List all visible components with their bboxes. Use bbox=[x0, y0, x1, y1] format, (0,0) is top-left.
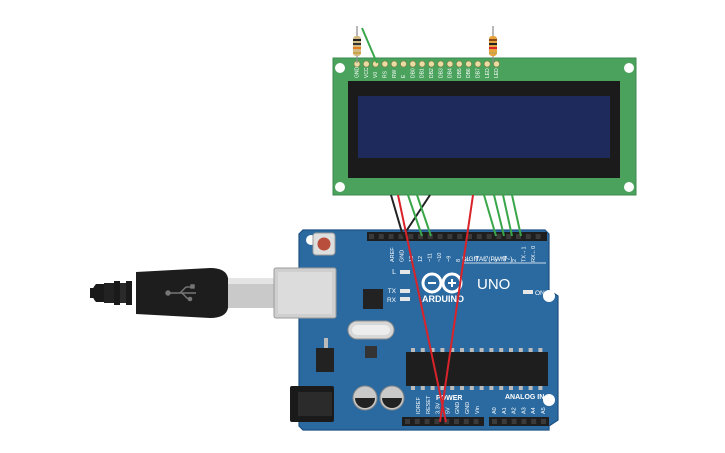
power-header-label: POWER bbox=[436, 395, 462, 402]
digital-pin-label: ~3 bbox=[503, 256, 509, 262]
lcd-pin bbox=[428, 60, 435, 68]
lcd-pin bbox=[465, 60, 472, 68]
lcd-pin-label: DB2 bbox=[429, 68, 435, 78]
digital-pin-label: TX→1 bbox=[522, 246, 528, 262]
wire-green bbox=[483, 194, 497, 237]
analog-pin-label: A0 bbox=[492, 407, 498, 414]
lcd-pin-label: DB7 bbox=[476, 68, 482, 78]
on-led-label: ON bbox=[535, 290, 545, 297]
lcd-pin-label: DB3 bbox=[438, 68, 444, 78]
lcd-pin-label: DB5 bbox=[457, 68, 463, 78]
lcd-pin-label: DB4 bbox=[448, 68, 454, 78]
led-l-label: L bbox=[392, 269, 396, 276]
power-pin-label: 3.3V bbox=[436, 402, 442, 414]
wires bbox=[361, 27, 522, 423]
led-tx-label: TX bbox=[388, 288, 397, 295]
lcd-pin bbox=[483, 60, 491, 68]
digital-pin-label: ~5 bbox=[484, 256, 490, 262]
digital-pin-label: ~6 bbox=[475, 256, 481, 262]
power-header bbox=[402, 417, 484, 426]
digital-pin-label: AREF bbox=[390, 247, 396, 262]
lcd-screen bbox=[358, 96, 610, 158]
power-pin-label: Vin bbox=[475, 406, 481, 414]
lcd-pin-label: DB1 bbox=[420, 68, 426, 78]
resistor-icon bbox=[489, 26, 497, 63]
wire-green bbox=[493, 194, 505, 237]
digital-pin-label: ~11 bbox=[428, 253, 434, 262]
analog-pin-label: A2 bbox=[512, 407, 518, 414]
wire-green bbox=[407, 194, 423, 237]
wire-rs bbox=[361, 27, 378, 64]
lcd-pin bbox=[362, 60, 370, 68]
digital-header bbox=[367, 232, 547, 241]
wire-green bbox=[502, 194, 513, 237]
lcd-pin-label: RW bbox=[392, 69, 398, 78]
lcd-pin bbox=[409, 60, 417, 68]
digital-pin-label: 7 bbox=[465, 259, 471, 262]
power-pin-label: RESET bbox=[426, 395, 432, 414]
power-pin-label: GND bbox=[465, 402, 471, 414]
power-pin-label: 5V bbox=[445, 407, 451, 414]
digital-pin-label: 4 bbox=[493, 259, 499, 262]
digital-pin-label: ~9 bbox=[446, 256, 452, 262]
usb-symbol-icon bbox=[165, 284, 196, 302]
digital-header-label: DIGITAL (PWM~) bbox=[462, 256, 512, 263]
reset-button-icon[interactable] bbox=[312, 232, 336, 256]
wire-gnd-black bbox=[390, 194, 404, 237]
analog-header bbox=[489, 417, 549, 426]
lcd-pin-label: V0 bbox=[373, 72, 379, 78]
lcd-pin bbox=[418, 60, 426, 68]
lcd-pin bbox=[474, 60, 482, 68]
lcd-pin bbox=[446, 60, 454, 68]
digital-pin-label: ~10 bbox=[437, 253, 443, 262]
digital-pin-label: GND bbox=[399, 250, 405, 262]
analog-pin-label: A1 bbox=[502, 407, 508, 414]
arduino-uno-board: L TX RX ON ARDUINO UNO DIGITAL (PWM~) PO… bbox=[273, 229, 559, 431]
wire-green bbox=[416, 194, 432, 237]
digital-pin-label: RX←0 bbox=[531, 246, 537, 262]
led-rx-label: RX bbox=[387, 297, 397, 304]
wire-rw-black bbox=[402, 194, 431, 237]
lcd-pin bbox=[390, 60, 398, 68]
lcd-pin bbox=[437, 60, 445, 68]
usb-cable-icon bbox=[90, 268, 274, 318]
arduino-logo-text: ARDUINO bbox=[422, 294, 464, 304]
lcd-pin-label: DB6 bbox=[466, 68, 472, 78]
wire-vcc-red bbox=[397, 194, 447, 423]
digital-pin-label: 12 bbox=[418, 256, 424, 262]
lcd-pin bbox=[455, 60, 463, 68]
board-model: UNO bbox=[477, 276, 510, 293]
analog-pin-label: A5 bbox=[541, 407, 547, 414]
analog-pin-label: A4 bbox=[531, 407, 537, 414]
lcd-pin-label: LED bbox=[494, 68, 500, 78]
wire-green bbox=[511, 194, 522, 237]
lcd-pin-label: LED bbox=[485, 68, 491, 78]
lcd-pin-label: DB0 bbox=[410, 68, 416, 78]
wire-led-red bbox=[439, 194, 474, 423]
resistor-icon bbox=[353, 26, 361, 63]
lcd-pin-label: GND bbox=[355, 67, 361, 79]
lcd-pin bbox=[381, 60, 389, 68]
lcd-pin bbox=[493, 60, 500, 68]
lcd-pin-label: E bbox=[401, 74, 407, 78]
analog-header-label: ANALOG IN bbox=[505, 394, 544, 401]
lcd-pin-label: VCC bbox=[364, 67, 370, 78]
power-pin-label: IOREF bbox=[416, 397, 422, 414]
power-pin-label: GND bbox=[455, 402, 461, 414]
analog-pin-label: A3 bbox=[521, 407, 527, 414]
digital-pin-label: 2 bbox=[512, 259, 518, 262]
lcd-pin bbox=[400, 60, 407, 68]
lcd-pin-label: RS bbox=[383, 70, 389, 78]
digital-pin-label: 8 bbox=[456, 259, 462, 262]
